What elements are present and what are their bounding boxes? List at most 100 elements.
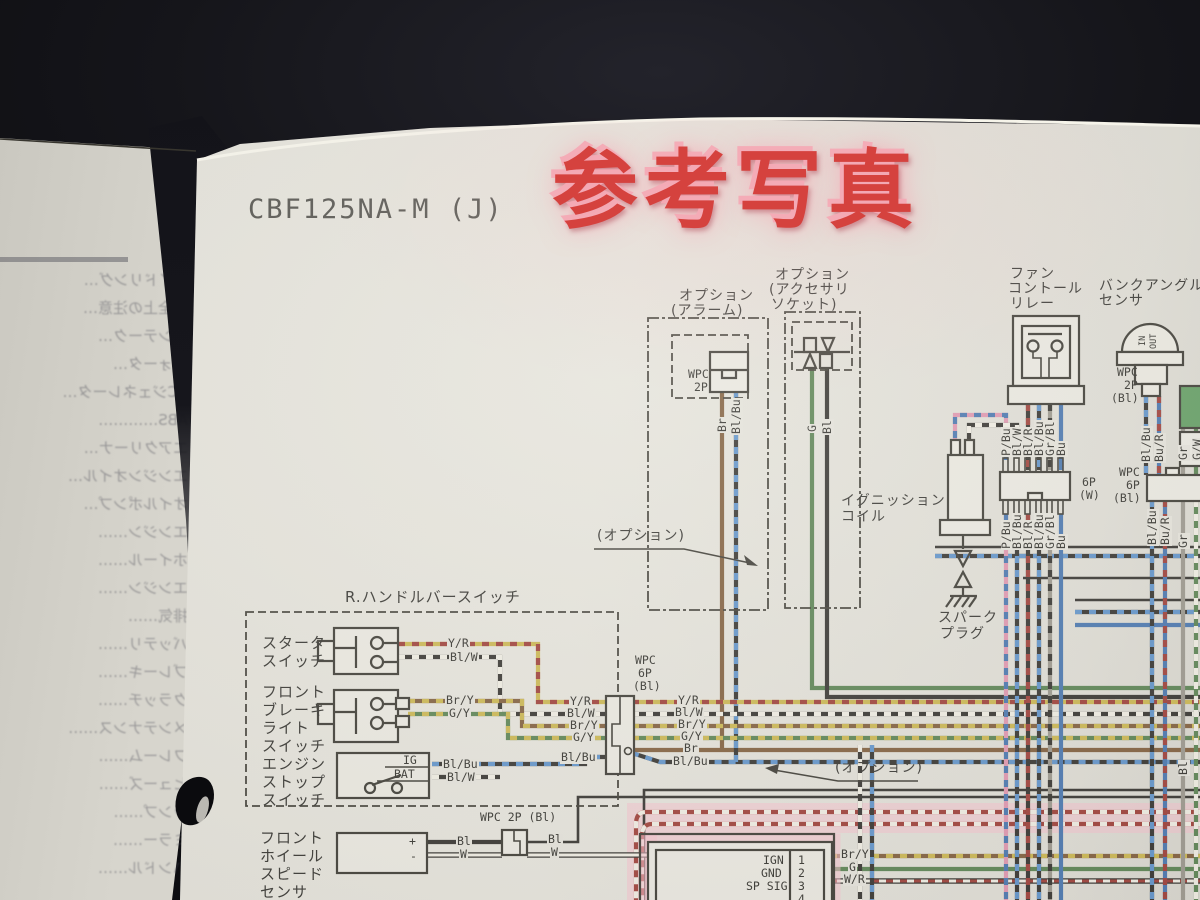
wire-label: G/Y bbox=[680, 729, 703, 743]
mirrored-text-line: エンジン…… bbox=[97, 579, 188, 597]
wire-label: Br/Y bbox=[840, 847, 870, 861]
stop-switch-label: スイッチ bbox=[262, 791, 327, 809]
wire-label: Bl/Bu bbox=[729, 398, 743, 435]
ignition-coil-label: イグニッション bbox=[841, 493, 946, 509]
option-note: (オプション) bbox=[597, 528, 685, 544]
ecu-pin: 3 bbox=[798, 879, 805, 893]
mirrored-text-line: メンテナンス…… bbox=[68, 719, 188, 737]
wire-label: Bl/Bu bbox=[672, 754, 709, 768]
mid-conn-bl: (Bl) bbox=[633, 679, 661, 693]
wire-label: Br/Y bbox=[677, 717, 707, 731]
alarm-2p: 2P bbox=[694, 380, 708, 394]
fan-relay-label: リレー bbox=[1010, 296, 1055, 312]
stop-switch-label: エンジン bbox=[262, 755, 327, 773]
socket-label: ソケット) bbox=[771, 297, 838, 313]
mid-conn-wpc: WPC bbox=[635, 653, 656, 667]
mid-conn-6p: 6P bbox=[638, 666, 652, 680]
socket-label: (アクセサリ bbox=[769, 282, 850, 298]
bank-conn-6p: 6P bbox=[1126, 478, 1140, 492]
mirrored-text-line: ミラー…… bbox=[112, 831, 188, 849]
wire-label: Bu/R bbox=[1158, 516, 1172, 546]
bat-label: BAT bbox=[394, 767, 415, 781]
wire-label: Gr bbox=[1176, 445, 1190, 461]
wire-label: G/Y bbox=[448, 706, 471, 720]
ecu-row-label: GND bbox=[761, 866, 782, 880]
bank-conn-wpc: WPC bbox=[1119, 465, 1140, 479]
ecu-pin: 2 bbox=[798, 866, 805, 880]
ecu-pin: 1 bbox=[798, 853, 805, 867]
reference-photo-watermark: 参考写真 bbox=[552, 141, 920, 241]
wire-label: Br/Y bbox=[445, 693, 475, 707]
spark-plug-label: スパーク bbox=[938, 610, 998, 626]
option-note: (オプション) bbox=[835, 760, 923, 776]
wire-label: Y/R bbox=[447, 636, 470, 650]
mirrored-text-line: エンジンオイル… bbox=[67, 467, 188, 485]
mirrored-text-line: エンジン…… bbox=[97, 523, 188, 541]
mirrored-text-line: 排気…… bbox=[127, 607, 188, 625]
speed-sensor-label: スピード bbox=[260, 865, 325, 883]
bank-conn-bl: (Bl) bbox=[1113, 491, 1141, 505]
mirrored-text-line: ハンドル…… bbox=[97, 859, 188, 877]
mirrored-rule bbox=[0, 257, 128, 262]
mirrored-text-line: ランプ…… bbox=[113, 803, 188, 821]
wire-label: Br/Y bbox=[569, 718, 599, 732]
mirrored-text-line: ホイール…… bbox=[97, 551, 188, 569]
bank-wpc: WPC bbox=[1117, 365, 1138, 379]
wire-label: Y/R bbox=[569, 694, 592, 708]
bank-2p: 2P bbox=[1124, 378, 1138, 392]
ig-label: IG bbox=[403, 753, 417, 767]
starter-switch-label: スタータ bbox=[262, 634, 327, 652]
mirrored-text-line: ヒューズ…… bbox=[98, 775, 188, 793]
ecu-row-label: IGN bbox=[763, 853, 784, 867]
mirrored-text-line: ACジェネレータ… bbox=[62, 383, 188, 401]
alarm-wpc: WPC bbox=[688, 367, 709, 381]
mirrored-text-line: ABS………… bbox=[98, 411, 188, 429]
mirrored-text-line: クラッチ…… bbox=[97, 691, 188, 709]
wire-label: Br bbox=[683, 741, 699, 755]
ecu-row-label: SP SIG bbox=[746, 879, 788, 893]
wire-label: G bbox=[805, 424, 819, 433]
page-title: CBF125NA-M (J) bbox=[248, 194, 504, 225]
mirrored-index-text: アイドリング… 安全上の注意… インテーク… ウォータ… ACジェネレータ… A… bbox=[2, 266, 188, 896]
wire-label: Bl/Bu bbox=[442, 757, 479, 771]
wire-label: Y/R bbox=[677, 693, 700, 707]
wire-label: Bl/W bbox=[566, 706, 596, 720]
mirrored-text-line: フレーム…… bbox=[98, 747, 188, 765]
handlebar-switch-title: R.ハンドルバースイッチ bbox=[345, 588, 521, 606]
bank-sensor-label: センサ bbox=[1099, 293, 1144, 309]
ecu-pin: 4 bbox=[798, 892, 805, 900]
brake-switch-label: ライト bbox=[262, 719, 311, 737]
wire-label: Bu bbox=[1054, 534, 1068, 550]
wire-label: Bl bbox=[547, 832, 563, 846]
speed-conn-label: WPC 2P (Bl) bbox=[480, 810, 557, 824]
mirrored-text-line: ブレーキ…… bbox=[97, 663, 188, 681]
ignition-coil-label: コイル bbox=[841, 509, 886, 525]
wire-label: G/Y bbox=[572, 730, 595, 744]
bank-out: OUT bbox=[1149, 333, 1159, 349]
wire-label: Bl/Bu bbox=[1145, 509, 1159, 546]
brake-switch-label: スイッチ bbox=[262, 737, 327, 755]
minus-terminal: - bbox=[410, 849, 417, 863]
bank-in: IN bbox=[1138, 335, 1148, 346]
wire-label: G/W bbox=[1190, 438, 1200, 461]
wire-label: W bbox=[459, 847, 468, 861]
wire-label: G bbox=[848, 860, 857, 874]
starter-switch-label: スイッチ bbox=[262, 652, 327, 670]
speed-sensor-label: フロント bbox=[260, 829, 325, 847]
brake-switch-label: ブレーキ bbox=[262, 701, 327, 719]
mirrored-text-line: エアクリーナ… bbox=[83, 439, 188, 457]
brake-switch-label: フロント bbox=[262, 683, 327, 701]
spark-plug-label: プラグ bbox=[940, 626, 985, 642]
conn-w: (W) bbox=[1079, 488, 1100, 502]
wire-label: Bl/Bu bbox=[560, 750, 597, 764]
mirrored-text-line: 安全上の注意… bbox=[82, 299, 188, 317]
mirrored-text-line: アイドリング… bbox=[83, 271, 188, 289]
wire-label: W bbox=[550, 845, 559, 859]
alarm-label: (アラーム) bbox=[671, 303, 744, 319]
wire-label: Bl bbox=[820, 419, 834, 435]
stop-switch-label: ストップ bbox=[262, 773, 327, 791]
mirrored-text-line: ウォータ… bbox=[112, 355, 188, 373]
wire-label: Bl bbox=[1176, 760, 1190, 776]
fan-relay-label: ファン bbox=[1010, 266, 1055, 282]
